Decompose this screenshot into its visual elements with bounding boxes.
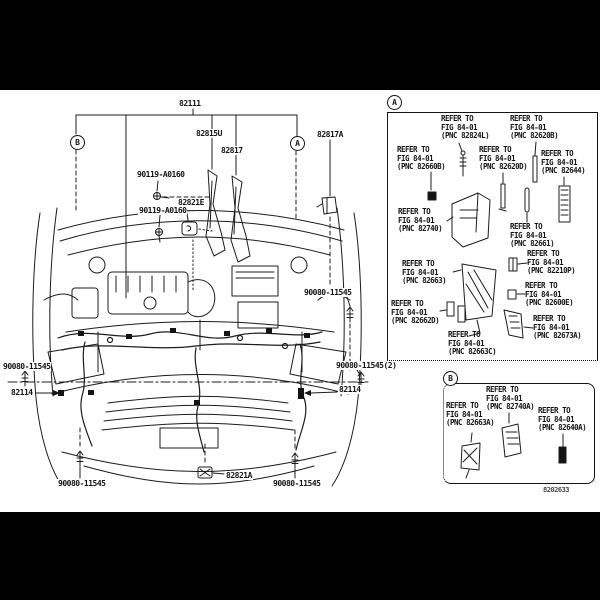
part-label-90080-mid-right: 90080-11545: [303, 288, 353, 297]
marker-b-diagram: B: [70, 135, 85, 150]
harness-82111-art: [57, 328, 323, 453]
harness-connectors: [58, 328, 310, 405]
callout-pnc-82600e: REFER TO FIG 84-01 (PNC 82600E): [525, 281, 574, 308]
marker-a-box: A: [387, 95, 402, 110]
callout-pnc-82620d: REFER TO FIG 84-01 (PNC 82620D): [479, 145, 528, 172]
part-label-82821e: 82821E: [177, 198, 205, 207]
callout-pnc-82644: REFER TO FIG 84-01 (PNC 82644): [541, 149, 586, 176]
callout-pnc-82740a: REFER TO FIG 84-01 (PNC 82740A): [486, 385, 535, 412]
screw-90119-sketch-2: [155, 228, 163, 243]
box-a-part-sketches: [427, 141, 571, 339]
callout-pnc-82662d: REFER TO FIG 84-01 (PNC 82662D): [391, 299, 440, 326]
marker-b-box: B: [443, 371, 458, 386]
screw-90119-sketch-1: [153, 192, 170, 200]
protector-82815u-sketch: [205, 169, 226, 257]
callout-pnc-82663: REFER TO FIG 84-01 (PNC 82663): [402, 259, 447, 286]
part-label-90080-mid-left: 90080-11545: [2, 362, 52, 371]
protector-82817-sketch: [230, 175, 251, 263]
protector-82817a-sketch: [316, 196, 338, 215]
callout-pnc-82661: REFER TO FIG 84-01 (PNC 82661): [510, 222, 555, 249]
callout-pnc-82824l: REFER TO FIG 84-01 (PNC 82824L): [441, 114, 490, 141]
callout-pnc-82210p: REFER TO FIG 84-01 (PNC 82210P): [527, 249, 576, 276]
part-label-82114-right: 82114: [338, 385, 362, 394]
part-label-90080-x2: 90080-11545(2): [335, 361, 398, 370]
part-label-82111: 82111: [178, 99, 202, 108]
callout-pnc-82640a: REFER TO FIG 84-01 (PNC 82640A): [538, 406, 587, 433]
part-label-82114-left: 82114: [10, 388, 34, 397]
part-label-90080-bottom-left: 90080-11545: [57, 479, 107, 488]
engine-bay-art: [71, 256, 308, 329]
dotted-leader-2: [198, 228, 213, 232]
dashed-reference-lines: [75, 149, 351, 465]
detail-box-a: [387, 112, 598, 361]
clamp-82821e-sketch: [181, 221, 198, 236]
part-label-82817: 82817: [220, 146, 244, 155]
part-label-82817a: 82817A: [316, 130, 344, 139]
part-label-82821a: 82821A: [225, 471, 253, 480]
part-label-90080-bottom-right: 90080-11545: [272, 479, 322, 488]
clamp-82821a-sketch: [197, 466, 213, 479]
callout-pnc-82673a: REFER TO FIG 84-01 (PNC 82673A): [533, 314, 582, 341]
stud-bolt-sketches: [21, 306, 365, 469]
callout-pnc-82660b: REFER TO FIG 84-01 (PNC 82660B): [397, 145, 446, 172]
figure-code: 8202633: [543, 486, 570, 494]
callout-pnc-82740: REFER TO FIG 84-01 (PNC 82740): [398, 207, 443, 234]
car-body-outline: [32, 207, 362, 487]
part-label-90119-a0160-2: 90119-A0160: [138, 206, 188, 215]
callout-pnc-82620b: REFER TO FIG 84-01 (PNC 82620B): [510, 114, 559, 141]
marker-a-diagram: A: [290, 136, 305, 151]
leader-lines: [35, 108, 361, 479]
box-b-part-sketches: [460, 412, 567, 479]
callout-pnc-82663c: REFER TO FIG 84-01 (PNC 82663C): [448, 330, 497, 357]
part-label-82815u: 82815U: [195, 129, 223, 138]
part-label-90119-a0160-1: 90119-A0160: [136, 170, 186, 179]
callout-pnc-82663a: REFER TO FIG 84-01 (PNC 82663A): [446, 401, 495, 428]
